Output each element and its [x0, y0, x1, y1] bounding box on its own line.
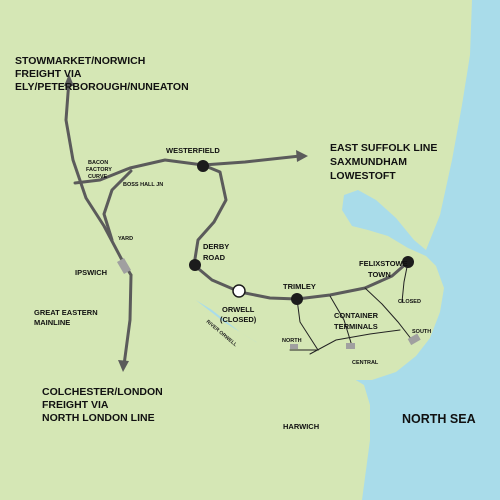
label-terminal-closed: CLOSED — [398, 299, 421, 305]
terminal-sidings — [289, 261, 421, 355]
track-bacon-curve — [73, 158, 205, 185]
dest-south-line3: NORTH LONDON LINE — [42, 412, 155, 424]
dest-east-line3: LOWESTOFT — [330, 170, 396, 182]
arrow-north — [64, 74, 74, 86]
dest-north-line1: STOWMARKET/NORWICH — [15, 55, 145, 67]
ipswich-yard — [117, 258, 131, 274]
label-felixstowe-1: FELIXSTOWE — [359, 259, 408, 268]
label-felixstowe-2: TOWN — [368, 270, 391, 279]
station-felixstowe-marker[interactable] — [402, 256, 414, 268]
arrow-east — [296, 150, 308, 162]
label-trimley: TRIMLEY — [283, 282, 316, 291]
station-trimley-marker[interactable] — [291, 293, 303, 305]
dest-north-line3: ELY/PETERBOROUGH/NUNEATON — [15, 81, 189, 93]
label-terminal-north: NORTH — [282, 338, 302, 344]
label-derby-road-2: ROAD — [203, 253, 226, 262]
track-east-suffolk — [201, 154, 302, 167]
land-main — [0, 0, 472, 500]
label-great-eastern-1: GREAT EASTERN — [34, 308, 98, 317]
label-ipswich: IPSWICH — [75, 268, 107, 277]
label-bacon-1: BACON — [88, 160, 108, 166]
station-orwell-marker[interactable] — [232, 284, 246, 298]
label-westerfield: WESTERFIELD — [166, 146, 220, 155]
label-harwich: HARWICH — [283, 422, 319, 431]
station-westerfield-marker[interactable] — [197, 160, 209, 172]
track-great-eastern-south — [122, 273, 133, 367]
label-terminal-central: CENTRAL — [352, 360, 379, 366]
label-terminals-1: CONTAINER — [334, 311, 379, 320]
dest-south-line1: COLCHESTER/LONDON — [42, 386, 163, 398]
label-orwell-1: ORWELL — [222, 305, 255, 314]
terminal-south-block — [407, 333, 421, 346]
label-bacon-2: FACTORY — [86, 167, 112, 173]
label-great-eastern-2: MAINLINE — [34, 318, 70, 327]
track-boss-hall — [102, 169, 133, 242]
arrow-south — [118, 360, 129, 372]
label-bacon-3: CURVE — [88, 174, 107, 180]
label-boss-hall: BOSS HALL JN — [123, 182, 163, 188]
label-terminal-south: SOUTH — [412, 329, 431, 335]
dest-east-line1: EAST SUFFOLK LINE — [330, 142, 437, 154]
label-derby-road-1: DERBY — [203, 242, 229, 251]
track-felixstowe-branch — [192, 163, 410, 301]
terminal-north-block — [290, 344, 298, 349]
label-yard: YARD — [118, 236, 133, 242]
label-north-sea: NORTH SEA — [402, 412, 476, 426]
terminal-central-block — [346, 343, 355, 349]
dest-south-line2: FREIGHT VIA — [42, 399, 109, 411]
dest-east-line2: SAXMUNDHAM — [330, 156, 407, 168]
station-derby-road-marker[interactable] — [189, 259, 201, 271]
label-orwell-2: (CLOSED) — [220, 315, 257, 324]
label-terminals-2: TERMINALS — [334, 322, 378, 331]
dest-north-line2: FREIGHT VIA — [15, 68, 82, 80]
